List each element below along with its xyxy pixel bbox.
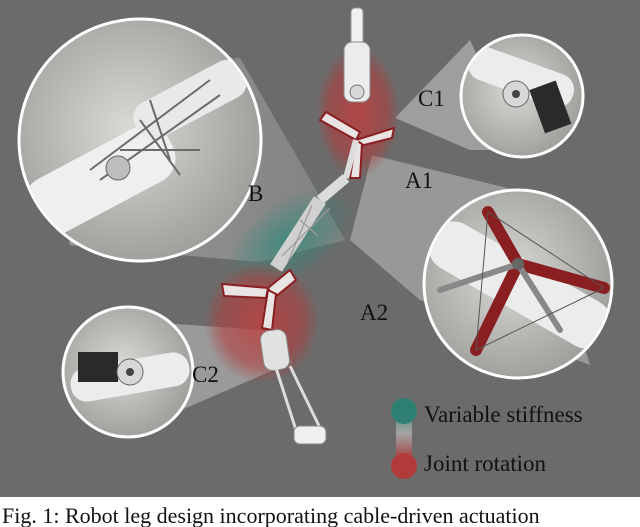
label-b: B [248, 181, 263, 206]
legend: Variable stiffness Joint rotation [391, 398, 583, 479]
label-a1: A1 [405, 168, 433, 193]
robot-leg-figure: B A1 A2 C1 C2 Variable stiffness Joint r… [0, 0, 640, 497]
zoom-inset-a2 [422, 188, 614, 380]
joint-rotation-region-top [316, 46, 400, 178]
legend-swatch-joint-rotation [391, 453, 417, 479]
robot-leg-illustration [220, 7, 396, 445]
zoom-inset-c1 [459, 33, 585, 159]
figure-caption: Fig. 1: Robot leg design incorporating c… [2, 505, 540, 527]
legend-label-variable-stiffness: Variable stiffness [424, 402, 583, 427]
legend-label-joint-rotation: Joint rotation [424, 451, 547, 476]
zoom-inset-c2 [61, 305, 195, 439]
label-c2: C2 [192, 362, 219, 387]
zoom-inset-b [17, 17, 263, 263]
label-a2: A2 [360, 300, 388, 325]
legend-swatch-variable-stiffness [391, 398, 417, 424]
label-c1: C1 [418, 86, 445, 111]
